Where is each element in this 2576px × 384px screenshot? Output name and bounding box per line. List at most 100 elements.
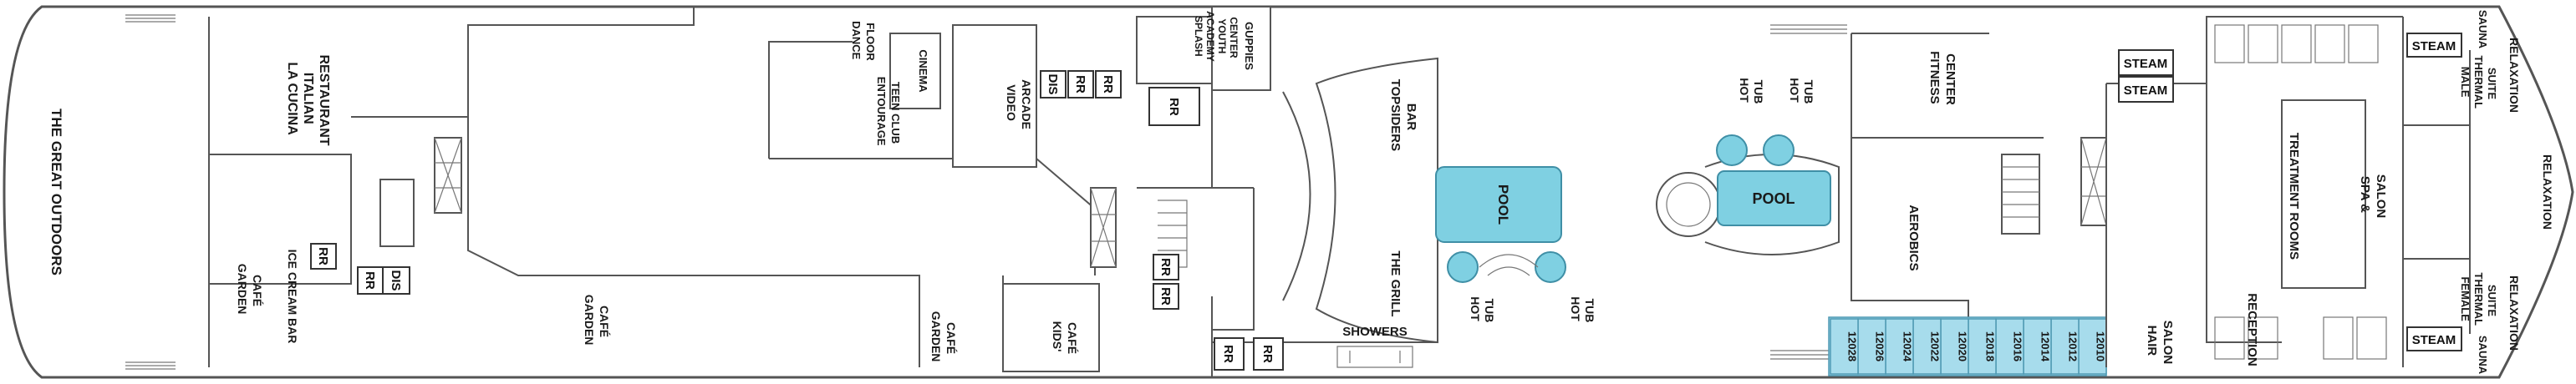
stern-rail-top <box>125 14 176 23</box>
label-ice-cream-bar: ICE CREAM BAR <box>286 250 299 344</box>
guppies-room <box>1211 6 1271 91</box>
label-reception: RECEPTION <box>2245 293 2259 366</box>
cabin-number: 12014 <box>2039 331 2052 362</box>
elevator-cross <box>2080 137 2107 226</box>
label-entourage: ENTOURAGE TEEN CLUB <box>875 77 902 149</box>
elevator-cross <box>1090 187 1117 268</box>
label-relaxation-bottom: RELAXATION <box>2507 275 2521 351</box>
svg-text:DIS: DIS <box>389 270 403 291</box>
label-showers: SHOWERS <box>1342 325 1408 339</box>
cabin-12014: 12014 <box>2023 318 2052 375</box>
label-garden-cafe-2: GARDEN CAFÉ <box>929 311 958 366</box>
bulkhead <box>2206 83 2282 343</box>
steam-room-tag: STEAM <box>2118 76 2174 103</box>
stern-rail-bottom <box>125 361 176 370</box>
label-hot-tub-3: HOT TUB <box>1738 78 1765 105</box>
label-pool-2: POOL <box>1752 190 1795 207</box>
cabin-number: 12018 <box>1984 331 1997 361</box>
video-arcade-room <box>952 24 1037 168</box>
cabin-number: 12026 <box>1874 331 1886 361</box>
pool-2-surround <box>1704 154 1840 255</box>
cabin-12026: 12026 <box>1857 318 1886 375</box>
hull-outline <box>3 5 2574 379</box>
restroom-tag: RR <box>1067 70 1094 99</box>
cabin-12018: 12018 <box>1968 318 1997 375</box>
cinema-room <box>889 33 941 109</box>
svg-text:RR: RR <box>1260 345 1275 363</box>
label-hot-tub-4: HOT TUB <box>1788 78 1815 105</box>
cabin-12012: 12012 <box>2050 318 2080 375</box>
label-aerobics: AEROBICS <box>1907 205 1921 270</box>
restroom-tag: RR <box>1214 337 1245 371</box>
cabin-12020: 12020 <box>1940 318 1969 375</box>
cabin-number: 12016 <box>2012 331 2024 361</box>
svg-text:RR: RR <box>316 247 330 265</box>
restroom-tag: RR <box>1153 283 1179 310</box>
cabin-number: 12024 <box>1901 331 1914 362</box>
bulkhead <box>768 41 853 159</box>
hot-tub-2 <box>1535 251 1566 283</box>
label-garden-cafe-1: GARDEN CAFÉ <box>583 295 611 349</box>
disabled-restroom-tag: DIS <box>1040 70 1067 99</box>
cabin-12024: 12024 <box>1885 318 1914 375</box>
label-hot-tub-1: HOT TUB <box>1469 296 1496 324</box>
bulkhead <box>467 117 920 367</box>
svg-text:RR: RR <box>1101 75 1115 93</box>
label-garden-cafe-small: GARDEN CAFÉ <box>236 264 264 318</box>
hot-tub-3 <box>1716 134 1748 166</box>
splash-academy-room <box>1136 16 1213 84</box>
pool-steps <box>1479 254 1539 276</box>
restroom-tag: RR <box>1095 70 1122 99</box>
label-sauna-bottom: SAUNA <box>2477 336 2489 375</box>
svg-text:RR: RR <box>363 271 377 290</box>
label-sauna-top: SAUNA <box>2477 10 2489 49</box>
svg-text:STEAM: STEAM <box>2124 83 2168 98</box>
hot-tub-1 <box>1447 251 1479 283</box>
label-kids-cafe: KIDS' CAFÉ <box>1051 321 1079 356</box>
steam-room-tag: STEAM <box>2118 49 2174 76</box>
bulkhead <box>769 158 1096 275</box>
svg-text:RR: RR <box>1221 345 1235 363</box>
stairwell <box>2001 154 2040 235</box>
label-la-cucina: LA CUCINA ITALIAN RESTAURANT <box>285 54 331 145</box>
pool-1 <box>1435 166 1562 243</box>
label-hair-salon: HAIR SALON <box>2145 321 2175 365</box>
svg-text:RR: RR <box>1158 287 1173 306</box>
svg-text:RR: RR <box>1167 98 1181 116</box>
label-spa-salon: SPA & SALON <box>2358 174 2388 219</box>
cabin-12022: 12022 <box>1912 318 1942 375</box>
bulkhead <box>209 154 352 285</box>
restroom-tag: RR <box>1153 254 1179 280</box>
svg-text:STEAM: STEAM <box>2124 57 2168 71</box>
bulkhead <box>2281 99 2366 289</box>
cabin-number: 12022 <box>1929 331 1942 361</box>
cabin-12028: 12028 <box>1830 318 1859 375</box>
label-video-arcade: VIDEO ARCADE <box>1005 79 1033 129</box>
bulkhead <box>1212 188 1255 331</box>
label-cinema: CINEMA <box>917 49 929 93</box>
cabin-number: 12010 <box>2095 331 2107 361</box>
restroom-tag: RR <box>357 266 384 295</box>
label-topsiders-bar: TOPSIDERS BAR <box>1388 79 1418 155</box>
treatment-room-grid <box>2214 24 2387 360</box>
label-splash-academy: SPLASH ACADEMY YOUTH CENTER <box>1193 11 1240 64</box>
label-male-thermal: MALE THERMAL SUITE <box>2459 56 2498 112</box>
disabled-restroom-tag: DIS <box>382 266 410 295</box>
restroom-tag: RR <box>1148 87 1200 126</box>
svg-text:STEAM: STEAM <box>2412 333 2456 347</box>
shower-icon <box>1336 346 1413 368</box>
restroom-tag: RR <box>1253 337 1284 371</box>
label-treatment-rooms: TREATMENT ROOMS <box>2287 133 2301 260</box>
label-guppies: GUPPIES <box>1243 22 1255 70</box>
steam-room-tag: STEAM <box>2406 33 2462 58</box>
label-the-grill: THE GRILL <box>1388 250 1403 316</box>
label-female-thermal: FEMALE THERMAL SUITE <box>2459 273 2498 329</box>
stairs <box>1158 200 1188 268</box>
steam-room-tag: STEAM <box>2406 326 2462 351</box>
rotunda-inner <box>1666 182 1711 227</box>
cabin-12010: 12010 <box>2078 318 2107 375</box>
label-fitness-center: FITNESS CENTER <box>1927 51 1957 108</box>
svg-text:STEAM: STEAM <box>2412 39 2456 53</box>
